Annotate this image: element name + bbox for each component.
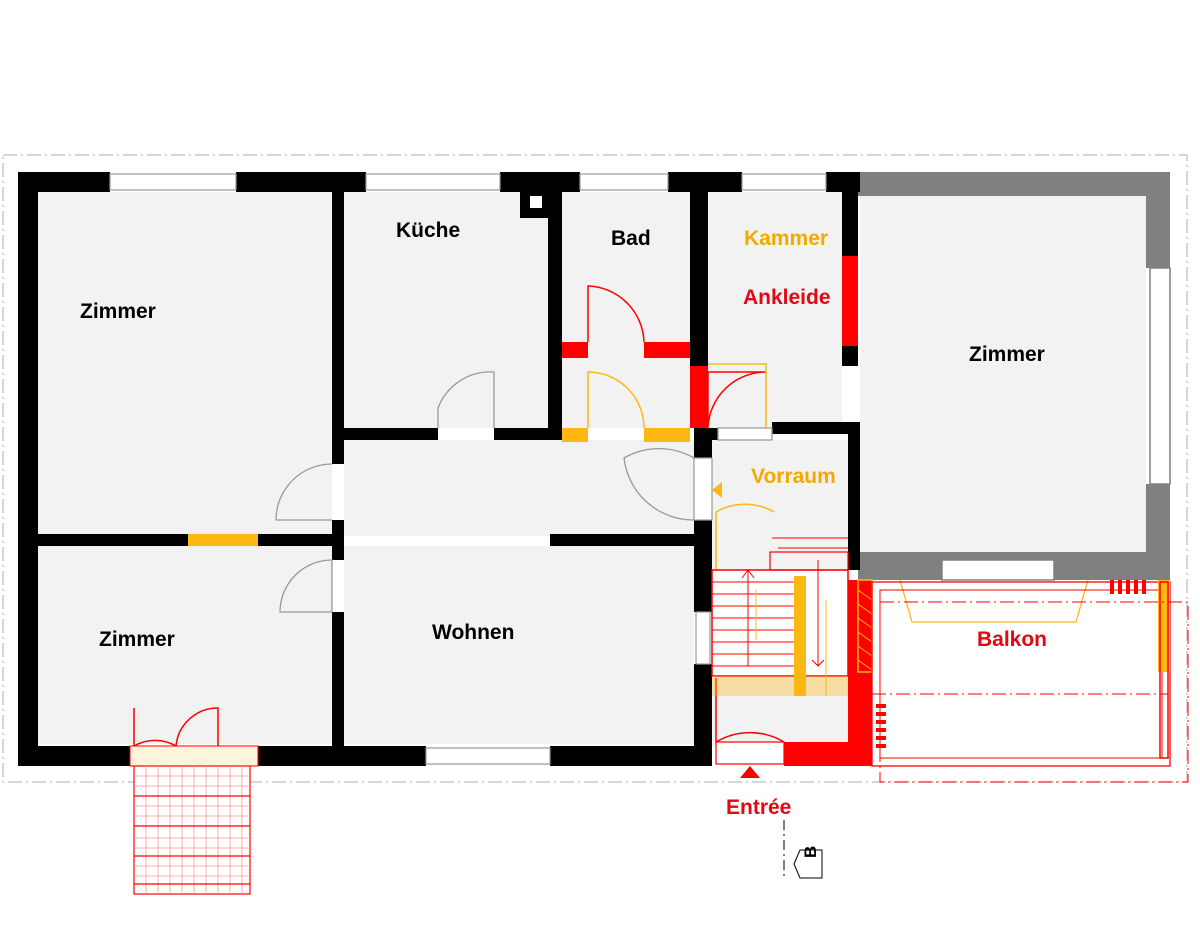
- new-walls: [562, 256, 872, 766]
- outside-steps: [129, 745, 259, 895]
- label-bad: Bad: [611, 227, 651, 250]
- label-wohnen: Wohnen: [432, 621, 514, 644]
- label-zimmer-top-left: Zimmer: [80, 300, 156, 323]
- label-ankleide: Ankleide: [743, 286, 831, 309]
- label-zimmer-right: Zimmer: [969, 343, 1045, 366]
- removed-walls: [188, 428, 690, 546]
- label-vorraum: Vorraum: [751, 465, 836, 488]
- balcony: [871, 579, 1189, 783]
- existing-doors: [275, 371, 773, 613]
- section-marker-label: B: [801, 846, 820, 858]
- property-outline: [2, 154, 1188, 783]
- right-room-bottom-window: [941, 559, 1055, 581]
- entrance-arrow-icon: [740, 766, 760, 778]
- right-room-window: [1149, 267, 1171, 485]
- label-entree: Entrée: [726, 796, 791, 819]
- shaft-opening: [530, 196, 542, 208]
- entrance-threshold: [715, 741, 785, 765]
- label-kueche: Küche: [396, 219, 460, 242]
- windows: [109, 173, 827, 765]
- walls: [18, 172, 860, 766]
- label-kammer: Kammer: [744, 227, 828, 250]
- removed-doors: [587, 363, 775, 572]
- section-marker-icon: [783, 820, 823, 879]
- label-balkon: Balkon: [977, 628, 1047, 651]
- new-doors: [133, 285, 785, 748]
- floor-areas: [38, 192, 1146, 746]
- vorraum-marker-icon: [712, 482, 722, 498]
- label-zimmer-bottom-left: Zimmer: [99, 628, 175, 651]
